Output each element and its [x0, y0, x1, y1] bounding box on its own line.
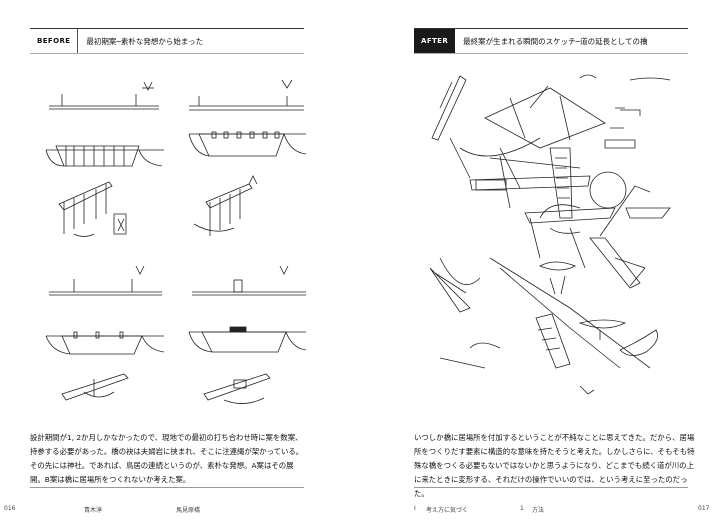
- sketch-b2-perspective: [203, 373, 271, 404]
- right-header: AFTER 最終案が生まれる瞬間のスケッチ─道の延長としての橋: [414, 28, 688, 54]
- chapter-marker: I: [414, 505, 416, 512]
- right-title: 最終案が生まれる瞬間のスケッチ─道の延長としての橋: [463, 36, 648, 46]
- sketch-a2-section: [45, 331, 165, 355]
- sketch-a2-elevation: [49, 265, 162, 296]
- sketch-cluster-top: [431, 74, 671, 209]
- right-body-text: いつしか橋に居場所を付加するということが不純なことに思えてきた。だから、居場所を…: [414, 433, 695, 498]
- left-project: 馬見原橋: [176, 507, 201, 514]
- sketch-a-perspective: [58, 181, 127, 237]
- sketch-b2-section: [188, 326, 307, 353]
- left-title: 最初期案─素朴な発想から始まった: [86, 36, 204, 46]
- section-number: 1: [520, 505, 524, 512]
- after-sketch-drawing: [430, 74, 671, 395]
- sketch-b-elevation: [189, 79, 304, 111]
- left-page: BEFORE 最初期案─素朴な発想から始まった: [4, 28, 314, 514]
- sketch-cluster-middle: [449, 137, 671, 237]
- sketch-cluster-lower: [430, 217, 659, 395]
- before-sketch-drawing: [45, 79, 307, 404]
- right-page: AFTER 最終案が生まれる瞬間のスケッチ─道の延長としての橋: [360, 0, 720, 532]
- left-page-number: 016: [4, 505, 16, 512]
- left-header: BEFORE 最初期案─素朴な発想から始まった: [30, 28, 304, 54]
- sketch-a2-perspective: [61, 373, 129, 401]
- left-author: 青木淳: [84, 507, 103, 514]
- sketch-a-section: [45, 145, 164, 167]
- after-sketches: [430, 68, 690, 413]
- right-footer-rule: [414, 487, 688, 488]
- left-footer-rule: [30, 487, 304, 488]
- section-name: 方法: [532, 507, 545, 514]
- sketch-a-elevation: [49, 81, 159, 110]
- sketch-b2-elevation: [192, 265, 306, 296]
- before-sketches: [44, 74, 314, 419]
- left-body-text: 設計期間が1, 2か月しかなかったので、現地での最初の打ち合わせ時に案を数案、持…: [30, 433, 304, 484]
- after-tag: AFTER: [414, 29, 456, 53]
- before-tag: BEFORE: [30, 29, 79, 53]
- sketch-b-section: [188, 131, 307, 157]
- right-page-number: 017: [698, 505, 710, 512]
- sketch-b-perspective: [193, 175, 258, 236]
- chapter-name: 考え方に気づく: [426, 507, 469, 514]
